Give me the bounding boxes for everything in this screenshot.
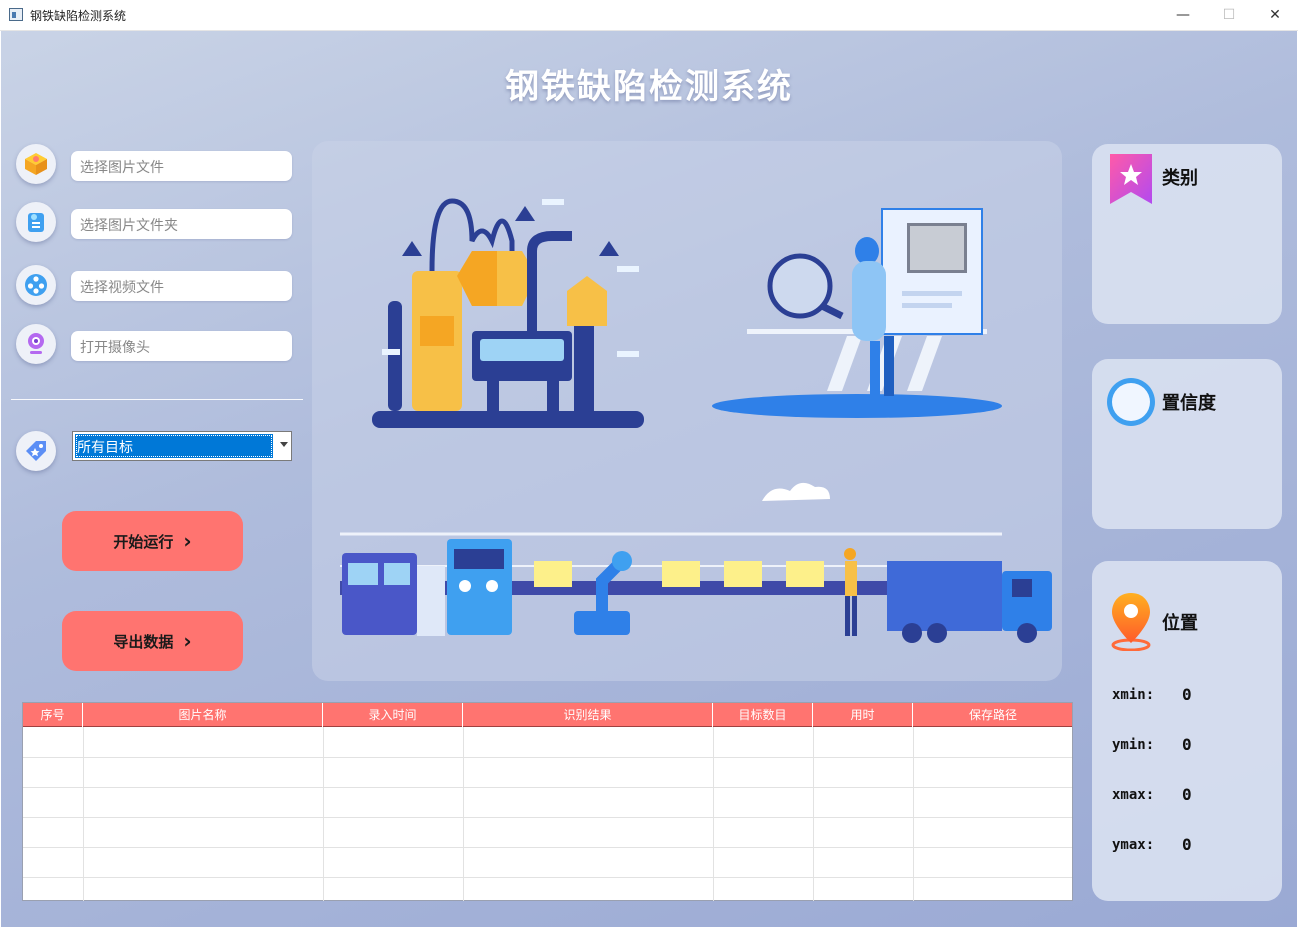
target-select[interactable]: 所有目标 — [72, 431, 292, 461]
category-card: 类别 — [1092, 144, 1282, 324]
camera-input[interactable]: 打开摄像头 — [71, 331, 292, 361]
display-panel — [312, 141, 1062, 681]
ymin-label: ymin: — [1112, 737, 1155, 753]
minimize-button[interactable]: — — [1176, 7, 1190, 23]
position-title: 位置 — [1162, 613, 1198, 634]
export-button-label: 导出数据 — [113, 632, 174, 651]
maximize-button[interactable]: ☐ — [1222, 7, 1236, 23]
table-row — [23, 817, 1072, 818]
column-header-index[interactable]: 序号 — [23, 703, 83, 727]
image-folder-icon[interactable] — [16, 202, 56, 242]
factory-illustration — [340, 198, 1052, 643]
xmax-row: xmax: 0 — [1112, 785, 1192, 804]
ymin-row: ymin: 0 — [1112, 735, 1192, 754]
table-row — [23, 847, 1072, 848]
column-header-duration[interactable]: 用时 — [813, 703, 913, 727]
table-column-divider — [463, 727, 464, 901]
image-file-icon[interactable] — [16, 144, 56, 184]
table-row — [23, 787, 1072, 788]
ymax-value: 0 — [1182, 835, 1192, 854]
start-button-label: 开始运行 — [113, 532, 174, 551]
chevron-right-icon: › — [183, 529, 192, 553]
category-title: 类别 — [1162, 168, 1198, 189]
table-column-divider — [813, 727, 814, 901]
confidence-title: 置信度 — [1162, 393, 1216, 414]
video-file-input[interactable]: 选择视频文件 — [71, 271, 292, 301]
table-column-divider — [713, 727, 714, 901]
star-bookmark-icon — [1108, 152, 1154, 210]
column-header-result[interactable]: 识别结果 — [463, 703, 713, 727]
ymin-value: 0 — [1182, 735, 1192, 754]
image-file-input[interactable]: 选择图片文件 — [71, 151, 292, 181]
main-window: 钢铁缺陷检测系统 选择图片文件 选择图片文件夹 选择视频文件 — [1, 31, 1297, 927]
chevron-right-icon: › — [183, 629, 192, 653]
column-header-save-path[interactable]: 保存路径 — [968, 708, 1017, 722]
app-icon — [9, 8, 23, 21]
camera-icon[interactable] — [16, 324, 56, 364]
window-titlebar: 钢铁缺陷检测系统 — ☐ ✕ — [0, 0, 1298, 31]
xmin-label: xmin: — [1112, 687, 1155, 703]
start-button[interactable]: 开始运行 › — [62, 511, 243, 571]
column-header-time[interactable]: 录入时间 — [323, 703, 463, 727]
chevron-down-icon[interactable] — [280, 442, 288, 447]
column-header-image-name[interactable]: 图片名称 — [83, 703, 323, 727]
results-table[interactable]: 序号 图片名称 录入时间 识别结果 目标数目 用时 保存路径 — [22, 702, 1073, 901]
confidence-ring-icon — [1104, 375, 1158, 433]
left-divider — [11, 399, 303, 400]
table-row — [23, 757, 1072, 758]
xmin-value: 0 — [1182, 685, 1192, 704]
target-select-value: 所有目标 — [75, 434, 273, 458]
xmax-value: 0 — [1182, 785, 1192, 804]
tag-icon — [16, 431, 56, 471]
table-column-divider — [323, 727, 324, 901]
table-column-divider — [913, 727, 914, 901]
video-file-icon[interactable] — [16, 265, 56, 305]
table-column-divider — [83, 727, 84, 901]
xmax-label: xmax: — [1112, 787, 1155, 803]
ymax-row: ymax: 0 — [1112, 835, 1192, 854]
window-title: 钢铁缺陷检测系统 — [30, 9, 127, 23]
table-row — [23, 877, 1072, 878]
ymax-label: ymax: — [1112, 837, 1155, 853]
close-button[interactable]: ✕ — [1269, 7, 1281, 23]
export-button[interactable]: 导出数据 › — [62, 611, 243, 671]
app-title: 钢铁缺陷检测系统 — [505, 67, 793, 107]
xmin-row: xmin: 0 — [1112, 685, 1192, 704]
table-header: 序号 图片名称 录入时间 识别结果 目标数目 用时 保存路径 — [23, 703, 1072, 727]
confidence-card: 置信度 — [1092, 359, 1282, 529]
position-card: 位置 xmin: 0 ymin: 0 xmax: 0 ymax: 0 — [1092, 561, 1282, 901]
image-folder-input[interactable]: 选择图片文件夹 — [71, 209, 292, 239]
location-pin-icon — [1108, 591, 1154, 655]
column-header-count[interactable]: 目标数目 — [713, 703, 813, 727]
